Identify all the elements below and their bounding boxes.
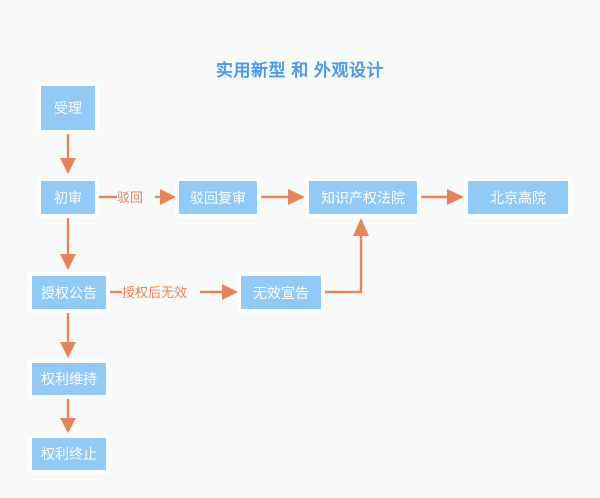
edge-shouquan-to-weichi xyxy=(60,313,76,358)
edge-label-bohui: 驳回 xyxy=(117,190,144,205)
edge-chushen-to-shouquan xyxy=(60,218,76,270)
node-label: 无效宣告 xyxy=(253,284,309,301)
node-shouli[interactable]: 受理 xyxy=(37,82,99,134)
node-label: 初审 xyxy=(54,189,82,206)
edge-zhishichan-to-beijinggao xyxy=(421,189,464,205)
node-label: 北京高院 xyxy=(490,189,546,206)
node-label: 权利维持 xyxy=(41,371,97,387)
edge-weichi-to-zhongzhi xyxy=(60,399,76,433)
node-beijinggaoyuan[interactable]: 北京高院 xyxy=(464,177,572,218)
page-title: 实用新型 和 外观设计 xyxy=(216,61,384,80)
node-label: 知识产权法院 xyxy=(321,189,405,206)
node-shouquangonggao[interactable]: 授权公告 xyxy=(28,272,110,313)
node-label: 驳回复审 xyxy=(190,189,246,206)
edge-wuxiao-to-zhishichan xyxy=(325,218,369,294)
edge-shouli-to-chushen xyxy=(60,134,76,174)
node-label: 受理 xyxy=(54,100,82,116)
node-label: 权利终止 xyxy=(41,446,97,462)
node-label: 授权公告 xyxy=(41,284,97,301)
node-bohuifushen[interactable]: 驳回复审 xyxy=(175,177,261,218)
edge-label-shouquanhouwuxiao: 授权后无效 xyxy=(122,285,188,300)
node-wuxiaoxuangao[interactable]: 无效宣告 xyxy=(237,272,325,313)
node-zhishichanquanfayuan[interactable]: 知识产权法院 xyxy=(305,177,421,218)
node-quanliweichi[interactable]: 权利维持 xyxy=(28,359,110,399)
node-quanlizhongzhi[interactable]: 权利终止 xyxy=(28,434,110,474)
node-chushen[interactable]: 初审 xyxy=(37,177,99,218)
edge-bohuifushen-to-zhishichan xyxy=(261,189,305,205)
